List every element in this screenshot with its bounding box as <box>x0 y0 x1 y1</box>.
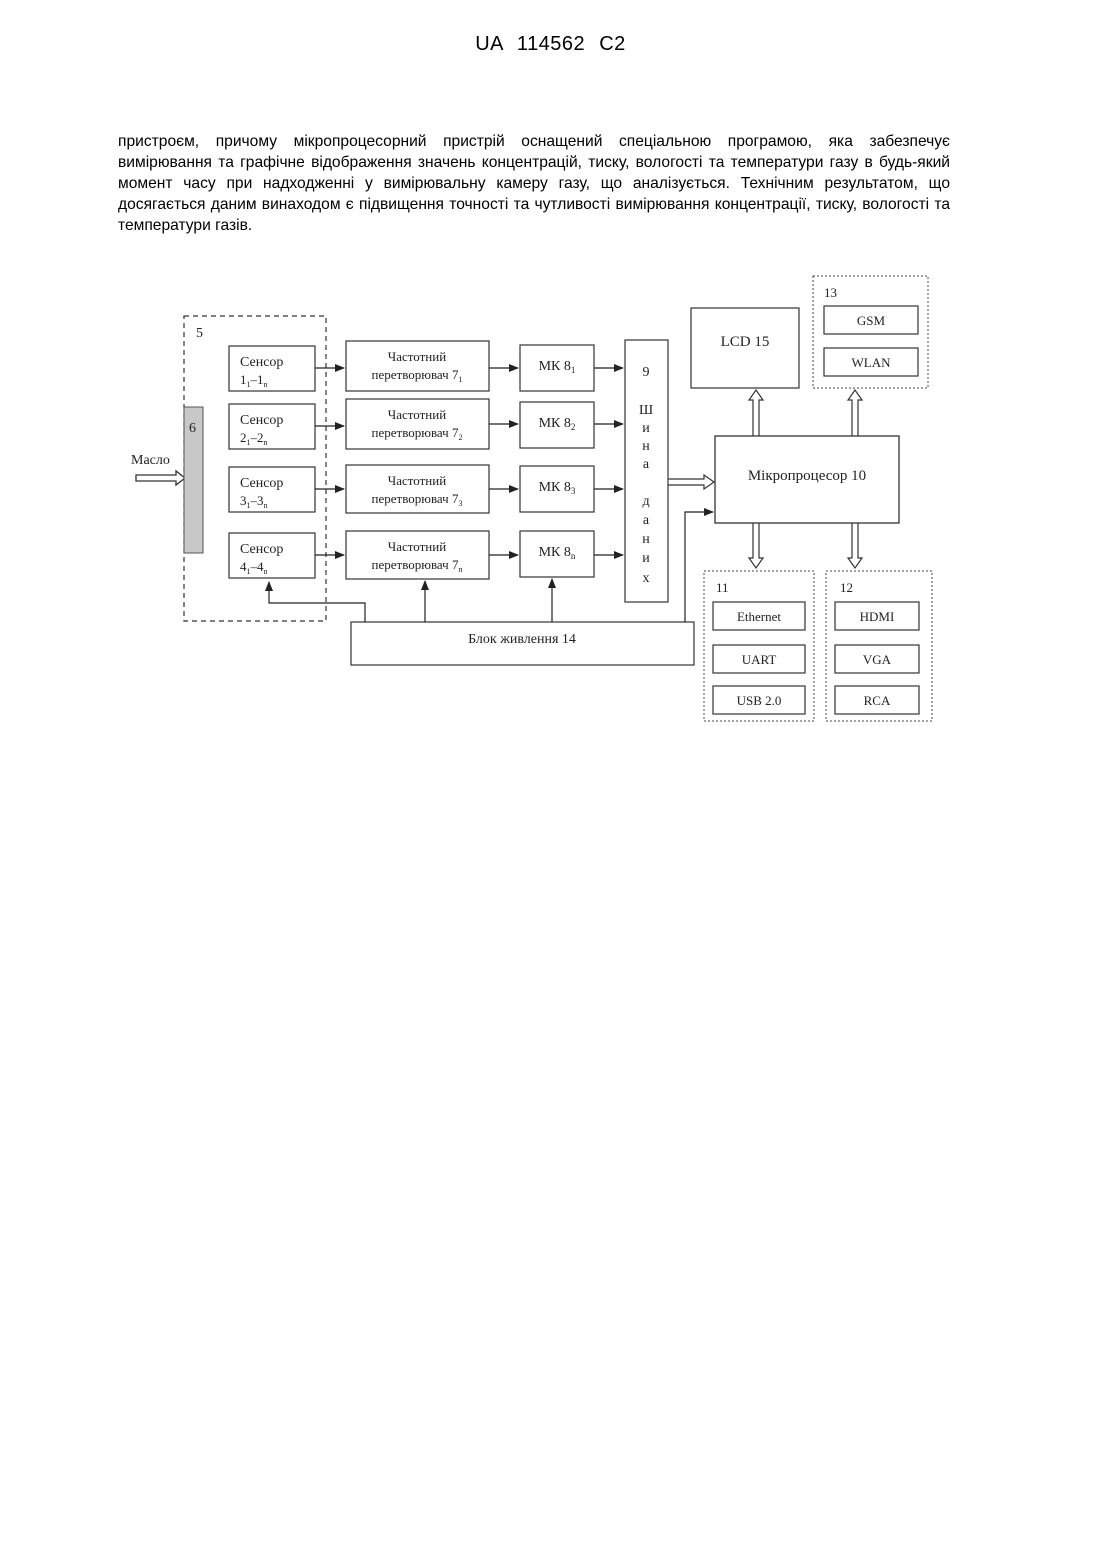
video-group-12-number: 12 <box>840 580 853 595</box>
sensor-1: Сенсор 11–1n <box>229 346 315 391</box>
sensor-2-title: Сенсор <box>240 413 283 428</box>
converter-3-line1: Частотний <box>388 473 446 488</box>
hdmi-label: HDMI <box>860 609 895 624</box>
converter-3: Частотний перетворювач 73 <box>346 465 489 513</box>
mk-1: МК 81 <box>520 345 594 391</box>
converter-3-label: перетворювач 7 <box>372 491 459 506</box>
sensor-1-title: Сенсор <box>240 355 283 370</box>
converter-2-sub: 2 <box>458 433 462 442</box>
mk-2: МК 82 <box>520 402 594 448</box>
usb-label: USB 2.0 <box>737 693 782 708</box>
mk-1-label: МК 8 <box>539 359 571 374</box>
mcu-lcd-arrow <box>749 390 763 436</box>
sensor-3: Сенсор 31–3n <box>229 467 315 512</box>
converter-1-line1: Частотний <box>388 349 446 364</box>
converter-4-label: перетворювач 7 <box>372 557 459 572</box>
data-bus-letter-2: и <box>642 421 650 436</box>
converter-1-label: перетворювач 7 <box>372 367 459 382</box>
sensor-4-sub-b: n <box>264 567 268 576</box>
sensor-1-sub-b: n <box>264 380 268 389</box>
sensor-group-5-number: 5 <box>196 326 203 341</box>
data-bus-9-number: 9 <box>643 365 650 380</box>
rca-label: RCA <box>864 693 891 708</box>
converter-4-line2: перетворювач 7n <box>372 557 463 574</box>
converter-2: Частотний перетворювач 72 <box>346 399 489 449</box>
mk-3: МК 83 <box>520 466 594 512</box>
data-bus-letter-8: н <box>642 532 650 547</box>
lcd-15-label: LCD 15 <box>721 334 770 350</box>
uart-label: UART <box>742 652 777 667</box>
interfaces-group-11-number: 11 <box>716 580 729 595</box>
data-bus-letter-3: н <box>642 439 650 454</box>
mk-4-sub: n <box>571 551 576 561</box>
sensor-2-range: 21–2n <box>240 430 268 447</box>
converter-1-sub: 1 <box>458 375 462 384</box>
converter-4-sub: n <box>458 565 462 574</box>
wireless-group-13-number: 13 <box>824 285 837 300</box>
sensor-3-range: 31–3n <box>240 493 268 510</box>
sensor-3-title: Сенсор <box>240 476 283 491</box>
sensor-3-sub-b: n <box>264 501 268 510</box>
mk-1-text: МК 81 <box>539 359 576 375</box>
mk-3-text: МК 83 <box>539 480 576 496</box>
converter-3-sub: 3 <box>458 499 462 508</box>
mk-3-sub: 3 <box>571 486 576 496</box>
data-bus-letter-9: и <box>642 551 650 566</box>
sensor-2: Сенсор 21–2n <box>229 404 315 449</box>
data-bus-letter-7: а <box>643 513 650 528</box>
mcu-video-arrow <box>848 523 862 568</box>
sensor-2-sub-b: n <box>264 438 268 447</box>
converter-1: Частотний перетворювач 71 <box>346 341 489 391</box>
mcu-wireless-arrow <box>848 390 862 436</box>
ethernet-label: Ethernet <box>737 609 781 624</box>
microprocessor-10-label: Мікропроцесор 10 <box>748 468 866 484</box>
mk-4: МК 8n <box>520 531 594 577</box>
sensor-1-range: 11–1n <box>240 372 268 389</box>
data-bus-letter-6: д <box>642 494 649 509</box>
converter-2-line1: Частотний <box>388 407 446 422</box>
converter-1-line2: перетворювач 71 <box>372 367 463 384</box>
converter-2-line2: перетворювач 72 <box>372 425 463 442</box>
data-bus-letter-4: а <box>643 457 650 472</box>
mk-2-label: МК 8 <box>539 416 571 431</box>
mcu-interfaces-arrow <box>749 523 763 568</box>
gsm-label: GSM <box>857 313 886 328</box>
data-bus-letter-1: Ш <box>639 403 653 418</box>
sensor-converter-arrows <box>315 368 344 555</box>
mk-4-text: МК 8n <box>539 545 576 561</box>
converter-mk-arrows <box>489 368 518 555</box>
mk-2-text: МК 82 <box>539 416 576 432</box>
sensor-4-title: Сенсор <box>240 542 283 557</box>
mk-2-sub: 2 <box>571 422 576 432</box>
converter-3-line2: перетворювач 73 <box>372 491 463 508</box>
mk-4-label: МК 8 <box>539 545 571 560</box>
power-supply-14-label: Блок живлення 14 <box>468 632 576 647</box>
mk-bus-arrows <box>594 368 623 555</box>
converter-2-label: перетворювач 7 <box>372 425 459 440</box>
sensor-4-range: 41–4n <box>240 559 268 576</box>
converter-4-line1: Частотний <box>388 539 446 554</box>
vga-label: VGA <box>863 652 892 667</box>
filter-6-number: 6 <box>189 421 196 436</box>
bus-mcu-arrow <box>668 475 714 489</box>
mk-1-sub: 1 <box>571 365 576 375</box>
input-hollow-arrow <box>136 471 185 485</box>
wlan-label: WLAN <box>852 355 892 370</box>
sensor-4: Сенсор 41–4n <box>229 533 315 578</box>
mk-3-label: МК 8 <box>539 480 571 495</box>
data-bus-letter-10: х <box>643 571 650 586</box>
converter-4: Частотний перетворювач 7n <box>346 531 489 579</box>
input-oil-label: Масло <box>131 453 170 468</box>
